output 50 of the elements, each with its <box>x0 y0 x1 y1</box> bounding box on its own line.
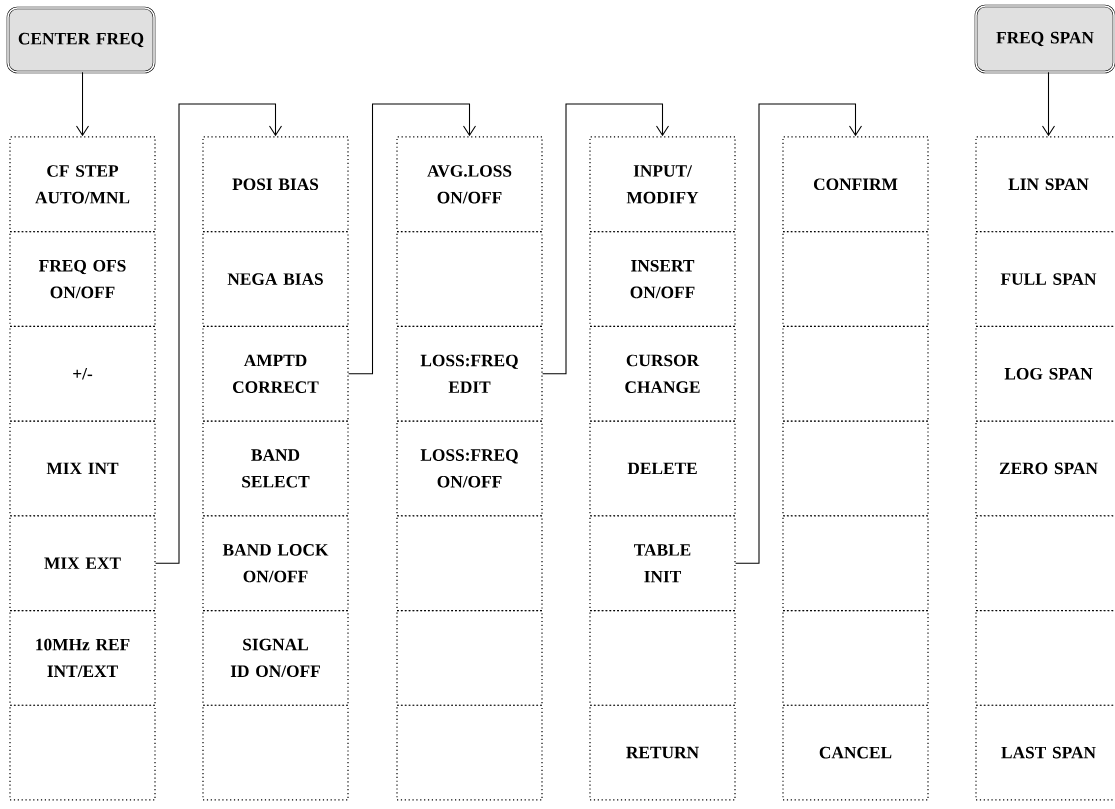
softkey-cell: CANCEL <box>782 704 929 801</box>
empty-softkey-cell <box>782 325 929 422</box>
arrow <box>155 103 283 564</box>
softkey-cell: LIN SPAN <box>975 136 1115 233</box>
softkey-cell: FULL SPAN <box>975 231 1115 328</box>
empty-softkey-cell <box>396 515 543 612</box>
hardkey-button: FREQ SPAN <box>974 4 1115 74</box>
empty-softkey-cell <box>396 704 543 801</box>
softkey-cell: DELETE <box>589 420 736 517</box>
softkey-cell: CONFIRM <box>782 136 929 233</box>
empty-softkey-cell <box>975 515 1115 612</box>
softkey-cell: RETURN <box>589 704 736 801</box>
empty-softkey-cell <box>782 609 929 706</box>
softkey-cell: MIX INT <box>9 420 156 517</box>
arrow <box>542 103 670 375</box>
arrow <box>1041 71 1056 137</box>
softkey-cell: AVG.LOSS ON/OFF <box>396 136 543 233</box>
empty-softkey-cell <box>782 231 929 328</box>
softkey-cell: SIGNAL ID ON/OFF <box>202 609 349 706</box>
softkey-cell: AMPTD CORRECT <box>202 325 349 422</box>
softkey-cell: CF STEP AUTO/MNL <box>9 136 156 233</box>
softkey-cell: BAND SELECT <box>202 420 349 517</box>
hardkey-button: CENTER FREQ <box>6 6 156 74</box>
softkey-cell: POSI BIAS <box>202 136 349 233</box>
softkey-cell: INSERT ON/OFF <box>589 231 736 328</box>
softkey-cell: INPUT/ MODIFY <box>589 136 736 233</box>
empty-softkey-cell <box>396 609 543 706</box>
softkey-cell: NEGA BIAS <box>202 231 349 328</box>
empty-softkey-cell <box>396 231 543 328</box>
softkey-cell: LOSS:FREQ ON/OFF <box>396 420 543 517</box>
softkey-cell: MIX EXT <box>9 515 156 612</box>
empty-softkey-cell <box>9 704 156 801</box>
arrow <box>735 103 863 564</box>
softkey-cell: TABLE INIT <box>589 515 736 612</box>
softkey-cell: CURSOR CHANGE <box>589 325 736 422</box>
softkey-cell: LOG SPAN <box>975 325 1115 422</box>
softkey-cell: LOSS:FREQ EDIT <box>396 325 543 422</box>
empty-softkey-cell <box>782 515 929 612</box>
softkey-cell: BAND LOCK ON/OFF <box>202 515 349 612</box>
softkey-cell: FREQ OFS ON/OFF <box>9 231 156 328</box>
softkey-cell: 10MHz REF INT/EXT <box>9 609 156 706</box>
softkey-cell: LAST SPAN <box>975 704 1115 801</box>
softkey-cell: ZERO SPAN <box>975 420 1115 517</box>
arrow <box>75 71 90 137</box>
empty-softkey-cell <box>975 609 1115 706</box>
empty-softkey-cell <box>782 420 929 517</box>
empty-softkey-cell <box>589 609 736 706</box>
arrow <box>348 103 477 375</box>
softkey-cell: +/- <box>9 325 156 422</box>
empty-softkey-cell <box>202 704 349 801</box>
